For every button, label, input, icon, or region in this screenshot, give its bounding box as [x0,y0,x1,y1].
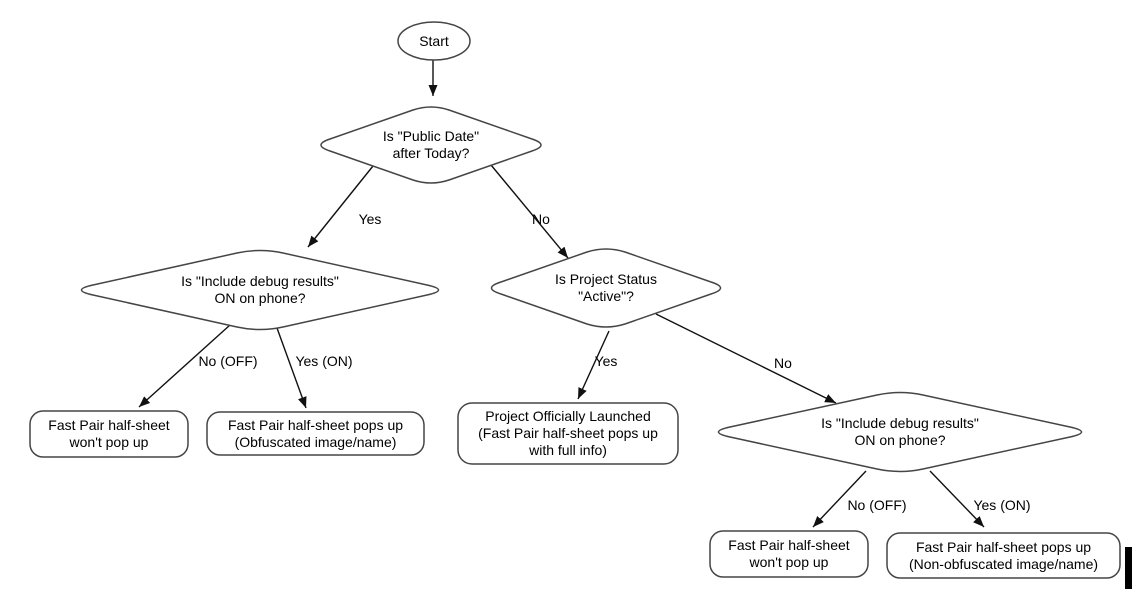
result-no-popup-right-shape [709,530,869,578]
arrow-debug-right-no [812,470,867,528]
result-launched-shape [457,402,679,465]
result-non-obfuscated-shape [886,532,1121,579]
decision-public-date-shape [320,106,542,184]
decision-debug-left-shape [80,249,440,331]
decision-project-status-shape [490,248,722,328]
arrow-public-date-no [490,164,569,259]
result-no-popup-left-shape [29,410,189,458]
arrow-debug-left-no [138,324,231,408]
result-obfuscated-shape [206,411,425,456]
arrow-project-status-yes [577,330,610,400]
arrow-public-date-yes [307,165,374,248]
arrow-debug-left-yes [276,327,307,409]
arrow-debug-right-yes [929,470,985,528]
text-cursor [1125,547,1132,589]
arrow-project-status-no [655,313,837,404]
start-shape [397,21,471,61]
decision-debug-right-shape [717,391,1083,473]
